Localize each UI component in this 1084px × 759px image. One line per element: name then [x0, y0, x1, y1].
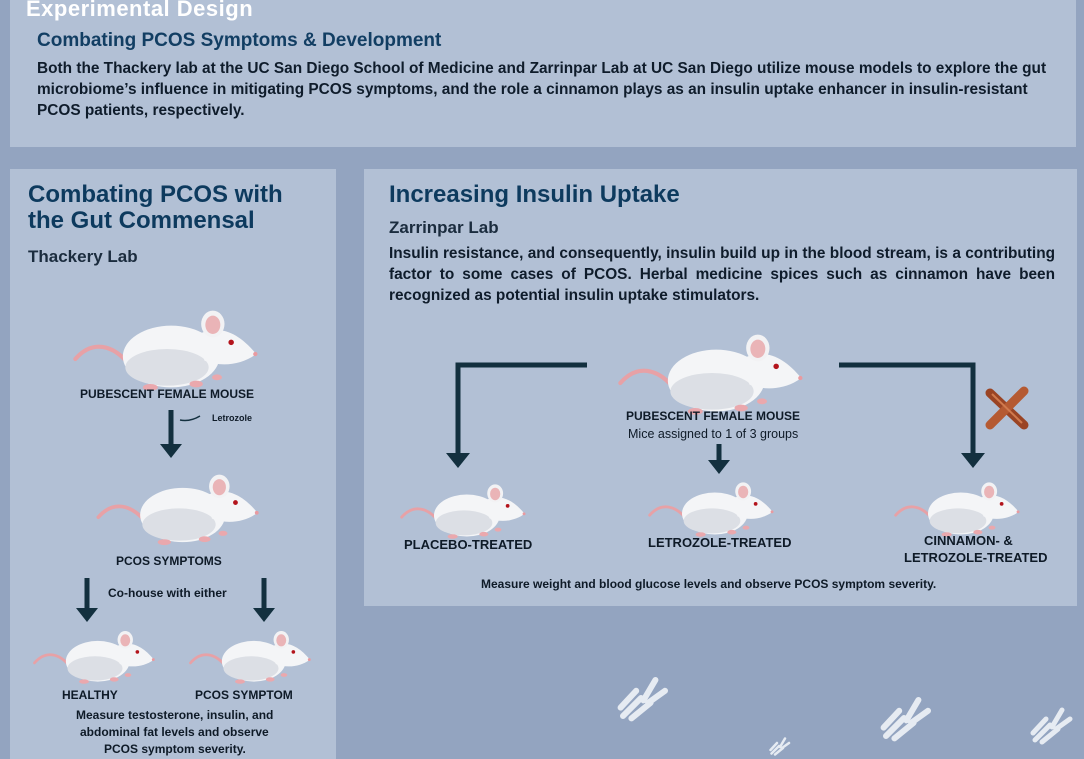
footprint-icon [870, 694, 962, 742]
cinnamon-icon [985, 386, 1029, 430]
center-mouse-sublabel: Mice assigned to 1 of 3 groups [628, 427, 799, 441]
measure-line1: Measure testosterone, insulin, and [76, 708, 274, 722]
footprint-icon [1030, 700, 1084, 750]
zarrinpar-lab-name: Zarrinpar Lab [389, 218, 499, 237]
cinnamon-label-line1: CINNAMON- & [924, 533, 1013, 548]
center-arrow [708, 444, 730, 474]
placebo-label: PLACEBO-TREATED [404, 537, 533, 552]
pcos-symptom-mouse-image [176, 620, 326, 686]
healthy-arrow [76, 578, 98, 622]
letrozole-label: Letrozole [212, 413, 253, 423]
page-subtitle: Combating PCOS Symptoms & Development [37, 30, 442, 51]
footprint-icon [608, 674, 698, 722]
cinnamon-label-line2: LETROZOLE-TREATED [904, 550, 1048, 565]
placebo-mouse-image [386, 473, 542, 541]
thackery-title-line1: Combating PCOS with [28, 181, 283, 208]
pcos-symptom-label: PCOS SYMPTOM [195, 688, 293, 702]
zarrinpar-title: Increasing Insulin Uptake [389, 181, 680, 208]
center-mouse-label: PUBESCENT FEMALE MOUSE [626, 409, 801, 423]
measure-line2: abdominal fat levels and observe [80, 725, 269, 739]
thackery-title-line2: the Gut Commensal [28, 207, 255, 234]
page-title: Experimental Design [26, 0, 254, 21]
letrozole-mouse-image [634, 471, 790, 539]
pubescent-mouse-label: PUBESCENT FEMALE MOUSE [80, 387, 255, 401]
letrozole-arrow [160, 410, 201, 458]
healthy-mouse-image [20, 620, 170, 686]
cohouse-label: Co-house with either [108, 586, 227, 600]
pubescent-mouse-image [58, 294, 276, 394]
thackery-lab-name: Thackery Lab [28, 247, 138, 266]
letrozole-treated-label: LETROZOLE-TREATED [648, 535, 792, 550]
measure-line3: PCOS symptom severity. [104, 742, 246, 756]
right-measure-text: Measure weight and blood glucose levels … [481, 577, 937, 591]
pcos-mouse-image [94, 460, 264, 548]
footprint-icon [744, 736, 824, 756]
intro-text: Both the Thackery lab at the UC San Dieg… [37, 60, 1047, 119]
zarrinpar-text: Insulin resistance, and consequently, in… [389, 245, 1055, 304]
intro-panel [10, 0, 1076, 147]
cinnamon-mouse-image [880, 471, 1036, 539]
branch-arrows [446, 362, 985, 468]
pcos-arrow [253, 578, 275, 622]
pcos-symptoms-label: PCOS SYMPTOMS [116, 554, 222, 568]
healthy-label: HEALTHY [62, 688, 118, 702]
